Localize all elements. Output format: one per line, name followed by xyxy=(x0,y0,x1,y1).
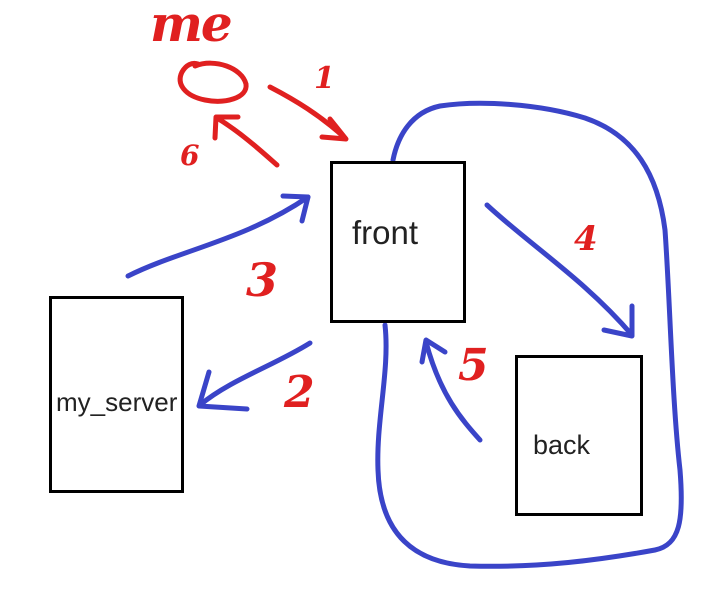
arrow-6-head xyxy=(212,114,241,141)
my-server-label: my_server xyxy=(56,387,178,417)
arrow-2-line xyxy=(197,340,313,408)
arrow-5-line xyxy=(423,339,483,443)
step-5-number: 5 xyxy=(458,340,489,391)
step-2-number: 2 xyxy=(283,367,315,418)
step-4-number: 4 xyxy=(574,219,598,259)
back-label: back xyxy=(533,430,591,460)
arrow-3-head xyxy=(280,193,311,224)
step-3-number: 3 xyxy=(246,253,278,307)
front-label: front xyxy=(352,214,419,251)
arrow-6-line xyxy=(214,115,280,168)
step-6-number: 6 xyxy=(180,139,199,172)
my-server-box: my_server xyxy=(49,296,184,493)
actor-me-label: me xyxy=(150,0,233,53)
step-1-number: 1 xyxy=(314,61,335,96)
arrow-2-head xyxy=(196,369,250,412)
arrow-1-head xyxy=(319,116,349,142)
front-box: front xyxy=(330,161,466,323)
arrow-4-head xyxy=(601,303,635,339)
arrow-4-line xyxy=(484,202,635,338)
arrow-3-line xyxy=(125,194,311,279)
arrow-5-head xyxy=(419,337,448,365)
actor-head-icon xyxy=(177,60,249,104)
back-box: back xyxy=(515,355,643,516)
backend-group-outline xyxy=(375,100,684,569)
